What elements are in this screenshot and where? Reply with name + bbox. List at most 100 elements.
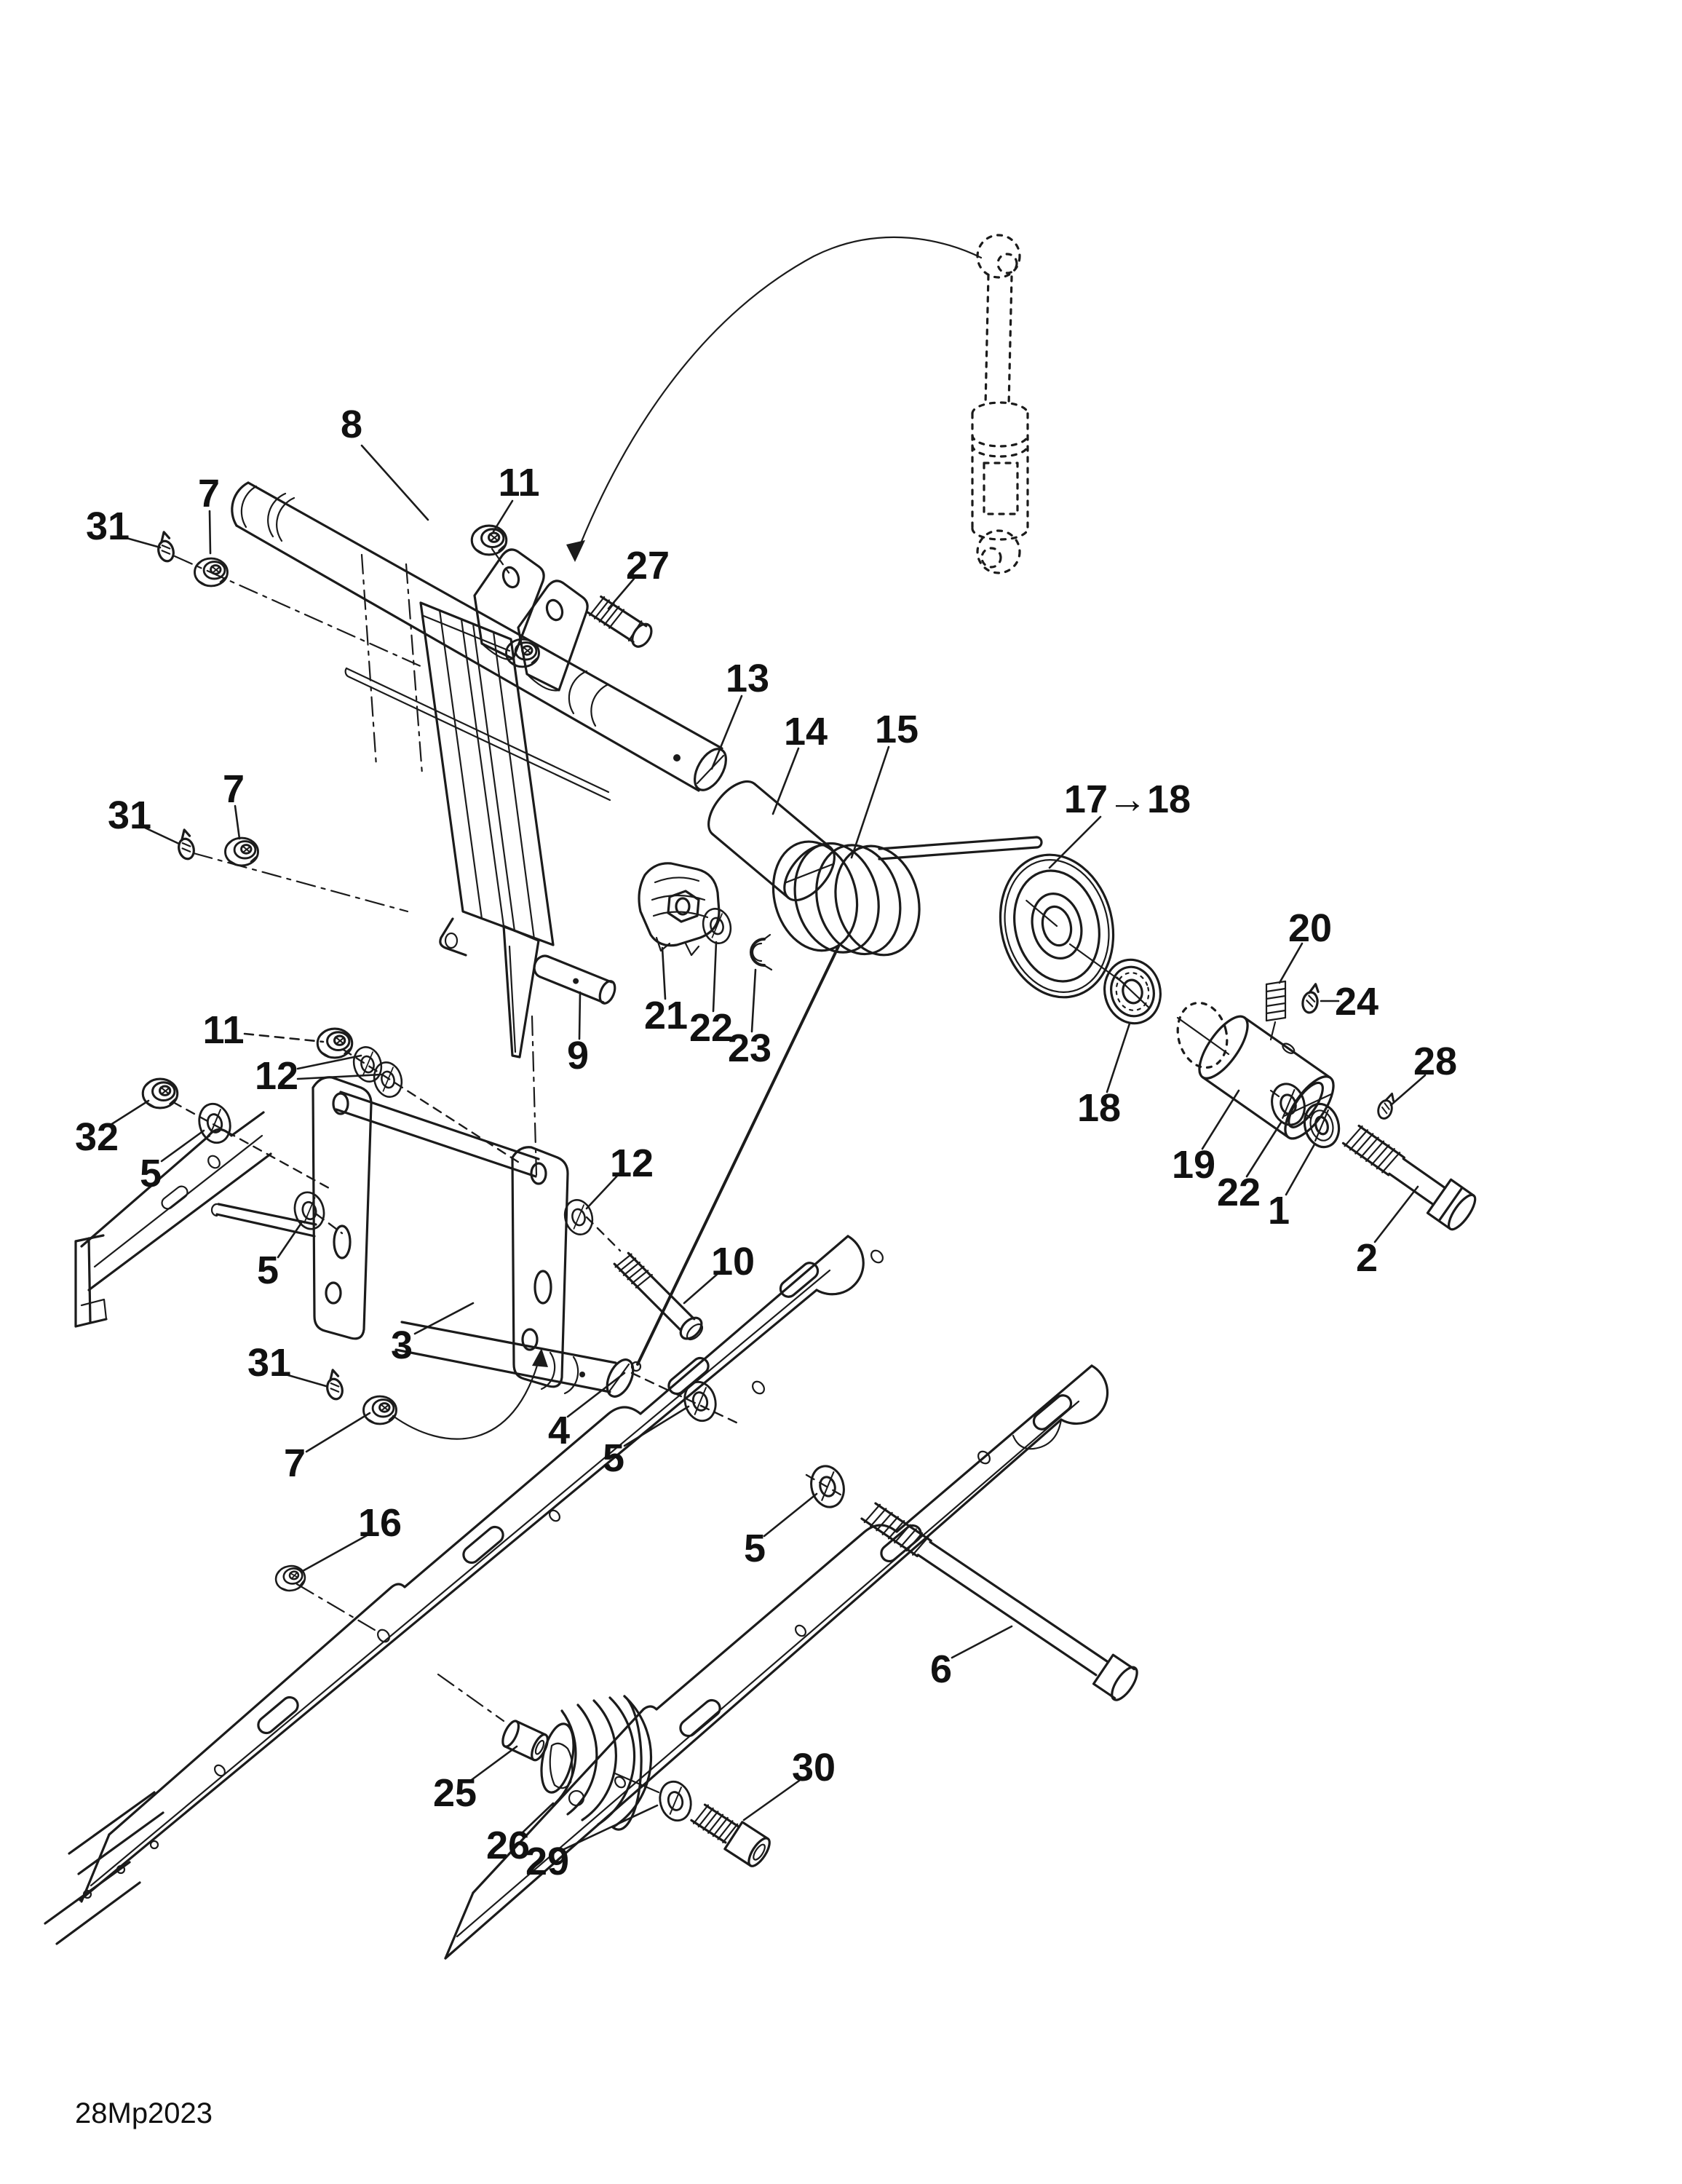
- left-rail-segment: [74, 1111, 272, 1328]
- leader-line-31: [122, 536, 162, 549]
- callout-12-26: 12: [610, 1142, 654, 1185]
- callout-20-9: 20: [1288, 906, 1332, 950]
- callout-11-17: 11: [202, 1008, 244, 1052]
- flanged-nut-11a: [470, 524, 508, 556]
- torsion-rod: [345, 667, 611, 802]
- callout-11-3: 11: [498, 461, 539, 505]
- callout-13-5: 13: [726, 657, 769, 700]
- leader-line-7: [305, 1412, 371, 1453]
- callout-5-34: 5: [744, 1527, 766, 1570]
- leader-line-27: [607, 577, 635, 610]
- nut-7b: [224, 836, 259, 867]
- leader-line-5: [277, 1222, 303, 1259]
- rail-front-tips: [44, 1791, 164, 1945]
- leader-line-11: [243, 1032, 325, 1043]
- leader-line-5: [160, 1129, 205, 1163]
- leader-line-17→18: [1048, 815, 1102, 869]
- callout-32-19: 32: [75, 1115, 119, 1159]
- leader-line-28: [1389, 1074, 1427, 1107]
- callout-2-16: 2: [1356, 1236, 1378, 1280]
- leader-line-31: [142, 826, 181, 845]
- torsion-spring: [630, 836, 1043, 1372]
- callout-25-36: 25: [433, 1771, 477, 1815]
- rubber-sleeve: [707, 780, 836, 902]
- axle-axis-segments: [1269, 1089, 1312, 1120]
- cup-washer-1: [1303, 1102, 1341, 1149]
- bolt-6: [860, 1502, 1138, 1701]
- callout-27-4: 27: [626, 544, 670, 587]
- leader-line-2: [1373, 1185, 1419, 1243]
- washer-22a: [698, 904, 736, 948]
- leader-line-23: [750, 968, 757, 1033]
- front-arm-tube: [231, 481, 727, 792]
- cross-tube-4: [394, 1321, 617, 1393]
- wheel-bearing-axis: [1068, 943, 1127, 986]
- leader-line-4: [566, 1372, 626, 1418]
- callout-7-40: 7: [223, 767, 245, 811]
- nut-32: [141, 1077, 179, 1109]
- leader-line-15: [850, 745, 890, 859]
- lower-hardware-pointer: [392, 1348, 548, 1440]
- callout-19-13: 19: [1172, 1143, 1215, 1187]
- swing-arm-plate-assembly: [344, 601, 611, 1059]
- leader-line-19: [1201, 1089, 1240, 1150]
- leader-line-21: [661, 946, 667, 1000]
- callout-26-37: 26: [486, 1824, 530, 1867]
- callout-22-14: 22: [1217, 1171, 1261, 1214]
- push-nut-31c: [322, 1367, 346, 1402]
- shock-bracket: [473, 548, 589, 692]
- spacer-bushing: [1198, 1015, 1335, 1140]
- callout-22-24: 22: [689, 1006, 733, 1050]
- callout-5-20: 5: [140, 1152, 162, 1195]
- washer-5b: [290, 1187, 329, 1234]
- leader-line-32: [109, 1099, 150, 1126]
- push-nut-28: [1375, 1090, 1397, 1121]
- leader-line-7: [234, 804, 241, 840]
- bolt-10: [613, 1251, 704, 1341]
- leader-line-5: [623, 1405, 690, 1447]
- cam-adjuster: [638, 862, 721, 957]
- callout-21-23: 21: [644, 994, 688, 1037]
- leader-line-31: [282, 1372, 328, 1388]
- screw-30: [690, 1803, 771, 1867]
- leader-line-12: [585, 1172, 621, 1210]
- bolt-27: [587, 595, 653, 648]
- callout-5-21: 5: [257, 1249, 279, 1292]
- shock-pointer-arc: [566, 236, 983, 562]
- leader-line-9: [578, 991, 582, 1040]
- center-lines: [172, 547, 846, 1794]
- callout-31-41: 31: [108, 794, 151, 837]
- ball-bearing: [1103, 958, 1162, 1025]
- leader-line-30: [742, 1779, 801, 1821]
- callout-12-18: 12: [255, 1054, 298, 1098]
- leader-line-10: [683, 1271, 721, 1305]
- washer-5a: [194, 1099, 236, 1147]
- shock-absorber-phantom: [971, 234, 1029, 574]
- flanged-nut-11b: [316, 1027, 354, 1059]
- nut-16: [273, 1562, 308, 1594]
- tapered-leg: [502, 925, 540, 1059]
- callout-7-1: 7: [198, 472, 220, 515]
- leader-line-29: [561, 1804, 659, 1851]
- callout-4-31: 4: [548, 1409, 570, 1452]
- callout-5-32: 5: [603, 1436, 624, 1480]
- nut-7c: [362, 1395, 397, 1425]
- callout-10-27: 10: [711, 1240, 755, 1283]
- clip-24: [1300, 981, 1322, 1015]
- front-slide-rail: [79, 1235, 884, 1903]
- callout-18-12: 18: [1077, 1086, 1121, 1130]
- callout-8-0: 8: [341, 403, 362, 446]
- callout-17→18-8: 17→18: [1064, 778, 1191, 821]
- callout-3-28: 3: [391, 1324, 413, 1367]
- leader-line-14: [771, 747, 800, 815]
- leader-line-18: [1106, 1022, 1131, 1093]
- callout-9-22: 9: [567, 1034, 589, 1077]
- drawing-code: 28Mp2023: [75, 2097, 213, 2129]
- leader-line-26: [520, 1802, 555, 1835]
- callout-6-35: 6: [930, 1647, 952, 1691]
- callout-31-29: 31: [247, 1341, 291, 1385]
- callout-1-15: 1: [1268, 1189, 1290, 1233]
